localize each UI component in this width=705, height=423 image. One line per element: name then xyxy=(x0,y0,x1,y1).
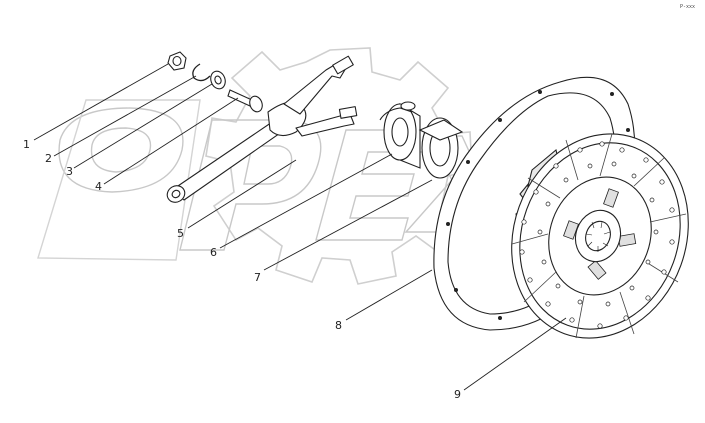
callout-7: 7 xyxy=(254,271,261,284)
callout-labels: 1 2 3 4 5 6 7 8 9 xyxy=(23,138,461,401)
callout-4: 4 xyxy=(95,180,102,193)
callout-1: 1 xyxy=(23,138,30,151)
callout-2: 2 xyxy=(45,152,52,165)
part-1-nut xyxy=(167,51,187,71)
part-5-release-fork xyxy=(166,55,358,203)
part-4-pivot-pin xyxy=(227,89,263,113)
part-3-washer xyxy=(210,70,226,90)
callout-3: 3 xyxy=(66,165,73,178)
watermark-gear xyxy=(205,47,473,285)
callout-6: 6 xyxy=(210,246,217,259)
callout-5: 5 xyxy=(177,227,184,240)
part-7-bearing-carrier xyxy=(418,117,464,179)
part-2-snap-ring xyxy=(192,63,211,82)
callout-9: 9 xyxy=(454,388,461,401)
callout-8: 8 xyxy=(335,319,342,332)
corner-reference-mark: P-xxx xyxy=(679,4,695,10)
part-9-clutch-disc xyxy=(511,133,689,339)
leader-lines xyxy=(33,63,567,391)
part-6-release-bearing xyxy=(379,101,421,169)
